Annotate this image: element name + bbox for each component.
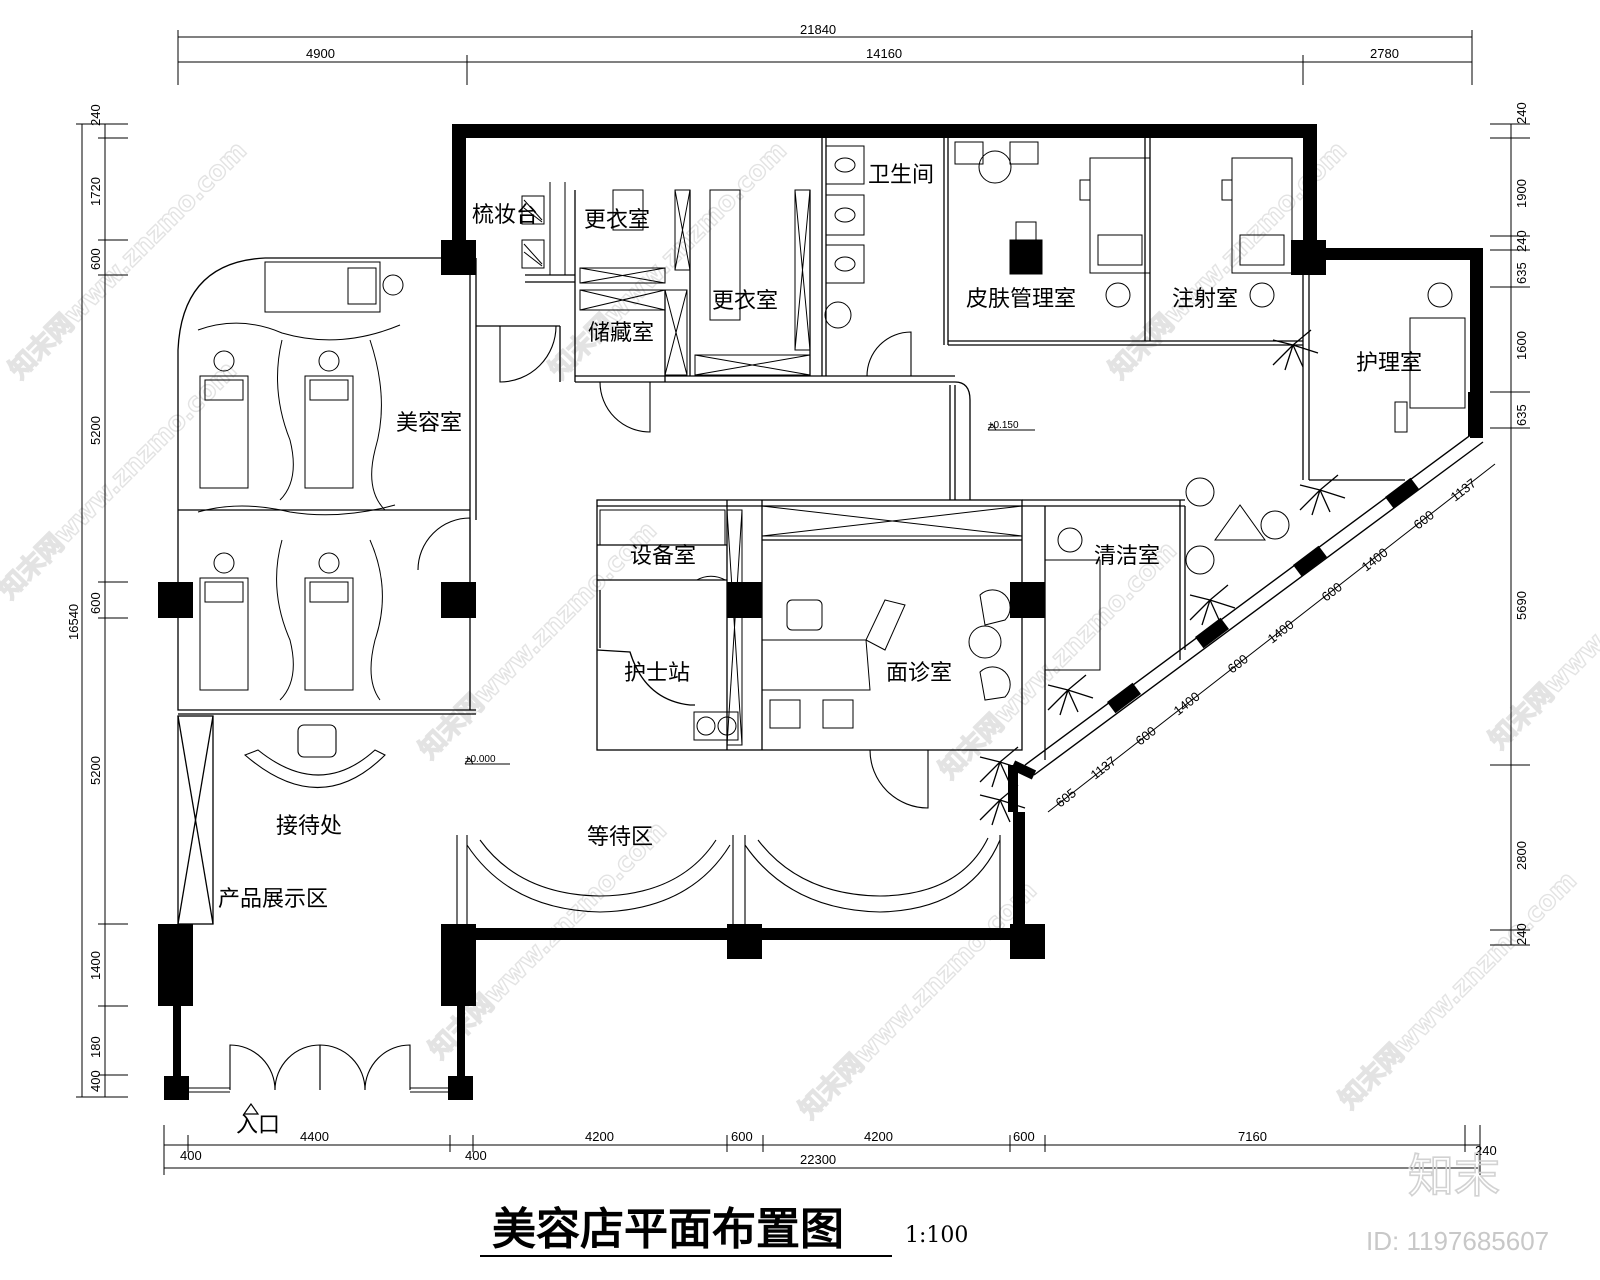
column (1010, 924, 1045, 959)
dim-diagonal: 1400 (1265, 617, 1297, 647)
dim-left-seg: 400 (88, 1070, 103, 1092)
room-label-makeup: 梳妆台 (472, 203, 538, 228)
dim-bottom-seg: 600 (731, 1129, 753, 1144)
room-label-care: 护理室 (1356, 351, 1422, 376)
dim-left-seg: 240 (88, 104, 103, 126)
room-label-waiting: 等待区 (587, 825, 653, 850)
room-label-equipment: 设备室 (630, 544, 696, 569)
room-label-entrance: 入口 (236, 1113, 280, 1138)
doors (189, 325, 929, 1093)
waiting-sofas (456, 835, 1001, 928)
dim-right-seg: 5690 (1514, 591, 1529, 620)
dim-right-seg: 1600 (1514, 331, 1529, 360)
plants (979, 329, 1346, 826)
column (1468, 392, 1483, 436)
column (158, 582, 193, 618)
dim-right-seg: 240 (1514, 102, 1529, 124)
column (158, 924, 193, 1006)
consult-furniture (693, 589, 1011, 741)
dim-bottom-seg: 7160 (1238, 1129, 1267, 1144)
dim-bottom-seg: 4200 (585, 1129, 614, 1144)
dim-diagonal: 600 (1411, 507, 1437, 532)
column (441, 582, 476, 618)
watermark: 知末网www.znzmo.com (0, 356, 243, 605)
watermark: 知末网www.znzmo.com (414, 516, 663, 765)
dim-right-seg: 240 (1514, 230, 1529, 252)
column (1010, 582, 1045, 618)
brand-logo: 知末 (1408, 1149, 1500, 1203)
room-label-beauty: 美容室 (396, 411, 462, 436)
dim-top-seg: 14160 (866, 46, 902, 61)
elevation-upper: ±0.150 (988, 420, 1019, 431)
dim-top-seg: 2780 (1370, 46, 1399, 61)
exterior-walls (158, 124, 1483, 1100)
dim-diagonal: 1137 (1088, 753, 1119, 782)
image-id: ID: 1197685607 (1366, 1226, 1549, 1256)
dim-left-seg: 600 (88, 592, 103, 614)
dim-bottom-small: 400 (180, 1148, 202, 1163)
dim-right-seg: 635 (1514, 262, 1529, 284)
room-label-restroom: 卫生间 (868, 163, 934, 188)
room-labels: 梳妆台 更衣室 更衣室 储藏室 卫生间 皮肤管理室 注射室 护理室 美容室 设备… (218, 163, 1422, 1138)
dim-diagonal: 600 (1133, 723, 1159, 748)
dim-right-seg: 2800 (1514, 841, 1529, 870)
dim-left-seg: 1400 (88, 951, 103, 980)
dim-diagonal: 605 (1053, 785, 1079, 810)
dim-bottom-seg: 600 (1013, 1129, 1035, 1144)
room-label-consult: 面诊室 (886, 661, 952, 686)
drawing-title: 美容店平面布置图 (492, 1204, 844, 1255)
elevation-marks (464, 423, 1035, 765)
dim-left-seg: 600 (88, 248, 103, 270)
dim-bottom-total: 22300 (800, 1152, 836, 1167)
dim-bottom-seg: 4200 (864, 1129, 893, 1144)
room-label-nurse: 护士站 (624, 661, 690, 686)
room-label-storage: 储藏室 (588, 321, 654, 346)
room-label-injection: 注射室 (1172, 287, 1238, 312)
dim-right-seg: 1900 (1514, 179, 1529, 208)
watermark: 知末网www.znzmo.com (4, 136, 253, 385)
dim-top-total: 21840 (800, 22, 836, 37)
dim-diagonal: 600 (1319, 579, 1345, 604)
dim-right-seg: 635 (1514, 404, 1529, 426)
restroom-fixtures (824, 145, 865, 329)
cabinets (579, 189, 1023, 746)
room-label-cleaning: 清洁室 (1094, 544, 1160, 569)
watermark: 知末网www.znzmo.com (934, 536, 1183, 785)
treatment-furniture (954, 141, 1466, 433)
watermark: 知末网www.znzmo.com (1484, 506, 1600, 755)
dim-left-total: 16540 (66, 604, 81, 640)
dim-left-seg: 1720 (88, 177, 103, 206)
dim-right-seg: 240 (1514, 923, 1529, 945)
column (448, 1076, 473, 1100)
cleaning-furniture (1044, 477, 1290, 671)
dim-bottom-small: 400 (465, 1148, 487, 1163)
dim-diagonal: 1400 (1171, 689, 1203, 719)
dim-left-seg: 5200 (88, 416, 103, 445)
dim-bottom-seg: 4400 (300, 1129, 329, 1144)
watermark: 知末网www.znzmo.com (1334, 866, 1583, 1115)
dim-diagonal: 600 (1225, 651, 1251, 676)
beauty-beds (197, 261, 404, 701)
column (441, 924, 476, 1006)
column (727, 924, 762, 959)
watermark: 知末网www.znzmo.com (794, 876, 1043, 1125)
dim-left-seg: 5200 (88, 756, 103, 785)
dim-top-seg: 4900 (306, 46, 335, 61)
entrance-arrow-icon (242, 1102, 260, 1115)
room-label-skin: 皮肤管理室 (966, 287, 1076, 312)
room-label-reception: 接待处 (276, 814, 342, 839)
drawing-scale: 1:100 (905, 1223, 968, 1248)
watermark: 知末网www.znzmo.com (544, 136, 793, 385)
room-label-changing-2: 更衣室 (712, 289, 778, 314)
dimension-lines (76, 30, 1530, 1175)
reception-desk (243, 724, 386, 789)
elevation-lower: ±0.000 (465, 754, 496, 765)
dim-bottom-small: 240 (1475, 1143, 1497, 1158)
room-label-display: 产品展示区 (218, 887, 328, 912)
dim-left-seg: 180 (88, 1036, 103, 1058)
room-label-changing-1: 更衣室 (584, 208, 650, 233)
column (164, 1076, 189, 1100)
makeup-station (521, 182, 566, 275)
